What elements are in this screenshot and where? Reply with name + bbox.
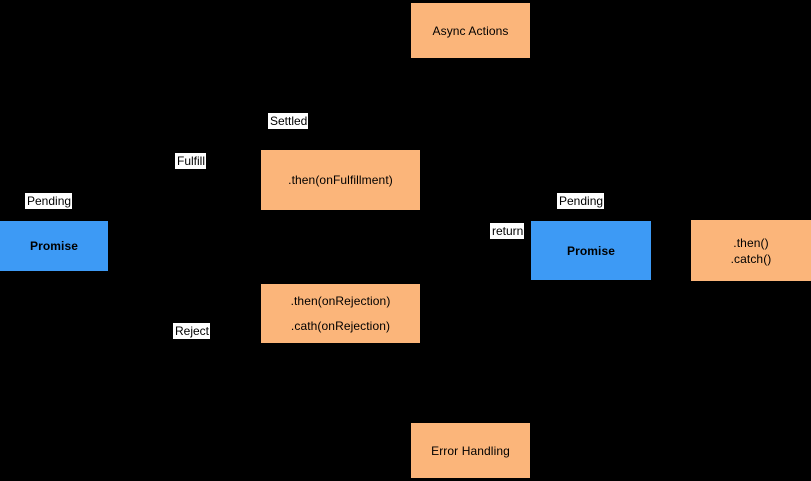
node-promise-left[interactable]: Promise [0, 221, 108, 271]
edge-label-pending-right: Pending [557, 193, 605, 209]
node-then-catch[interactable]: .then() .catch() [691, 220, 811, 281]
edge-promise-to-rejection [108, 313, 261, 314]
node-then-on-fulfillment[interactable]: .then(onFulfillment) [261, 150, 420, 210]
edge-label-reject: Reject [173, 323, 211, 339]
node-promise-right-label: Promise [566, 243, 616, 258]
edge-label-return: return [490, 223, 525, 239]
node-error-handling[interactable]: Error Handling [411, 423, 530, 478]
node-promise-right[interactable]: Promise [531, 221, 651, 280]
node-then-on-rejection-label-line2: .cath(onRejection) [290, 319, 391, 333]
node-then-on-rejection-label-line1: .then(onRejection) [290, 294, 391, 308]
edge-promise-to-fulfillment [108, 245, 261, 246]
edge-label-pending-left: Pending [25, 193, 73, 209]
node-promise-left-label: Promise [29, 239, 79, 253]
edge-async-to-fulfillment [470, 58, 471, 150]
edge-fulfillment-to-promise-right [420, 245, 531, 246]
node-async-actions[interactable]: Async Actions [411, 3, 530, 58]
node-then-on-rejection[interactable]: .then(onRejection) .cath(onRejection) [261, 284, 420, 343]
node-then-catch-label-line2: .catch() [730, 251, 772, 266]
edge-label-fulfill: Fulfill [175, 153, 207, 169]
node-then-catch-label-line1: .then() [733, 235, 769, 250]
node-async-actions-label: Async Actions [432, 23, 509, 38]
edge-rejection-to-error-handling [470, 343, 471, 423]
edge-label-settled: Settled [268, 113, 309, 129]
node-error-handling-label: Error Handling [431, 443, 510, 458]
node-then-on-fulfillment-label: .then(onFulfillment) [288, 173, 393, 187]
edge-promise-right-to-then-catch [651, 250, 691, 251]
